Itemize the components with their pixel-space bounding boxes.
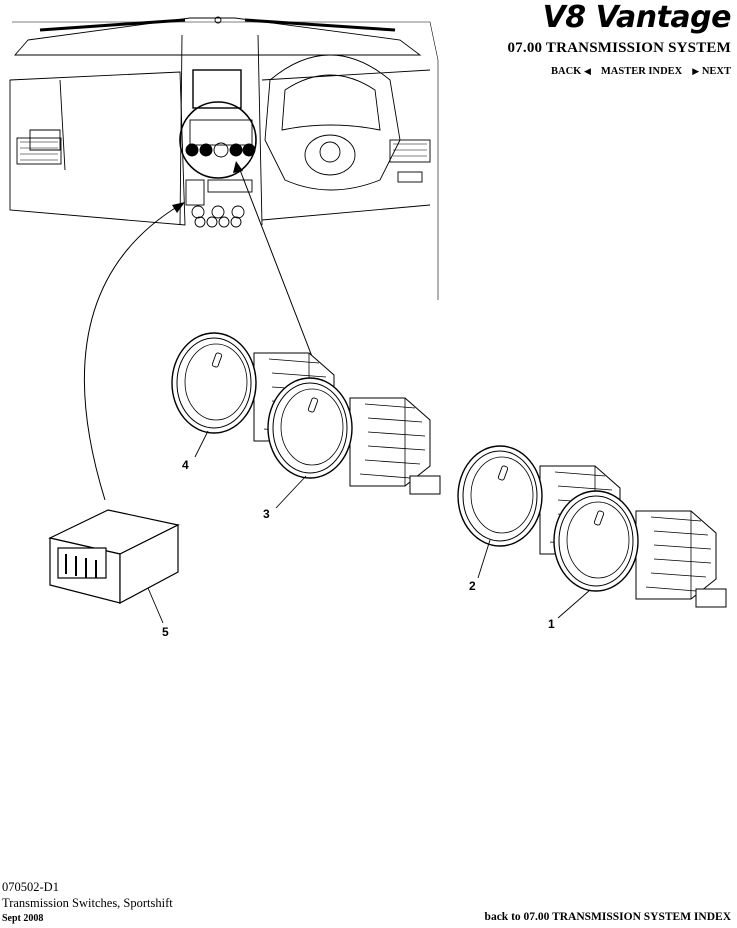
callout-5: 5 (162, 625, 169, 639)
figure-description: Transmission Switches, Sportshift (2, 896, 173, 910)
nav-bar: BACK ◀ MASTER INDEX ▶ NEXT (551, 66, 731, 77)
leader-arrow-3 (239, 169, 319, 373)
figure-code: 070502-D1 (2, 880, 59, 894)
callout-3: 3 (263, 507, 270, 521)
leader-arrow-5 (83, 204, 181, 501)
brand-logo: V8 Vantage (542, 0, 732, 35)
next-arrow-icon: ▶ (692, 67, 700, 77)
arrowhead-5 (172, 202, 185, 213)
back-link[interactable]: BACK ◀ (550, 66, 591, 77)
callout-1: 1 (548, 617, 555, 631)
callout-2: 2 (469, 579, 476, 593)
dashboard-illustration (9, 16, 439, 300)
switch-1 (553, 490, 727, 608)
next-link[interactable]: ▶ NEXT (692, 66, 731, 77)
figure-date: Sept 2008 (2, 913, 44, 924)
exploded-diagram: 1 2 3 4 5 (9, 16, 727, 639)
master-index-link[interactable]: MASTER INDEX (600, 66, 683, 77)
control-module-5 (48, 509, 180, 605)
section-title: 07.00 TRANSMISSION SYSTEM (507, 40, 731, 56)
back-to-index-link[interactable]: back to 07.00 TRANSMISSION SYSTEM INDEX (484, 911, 731, 923)
switch-3 (267, 377, 441, 495)
callout-4: 4 (182, 458, 189, 472)
back-arrow-icon: ◀ (583, 67, 591, 77)
arrowhead-3 (233, 161, 243, 173)
